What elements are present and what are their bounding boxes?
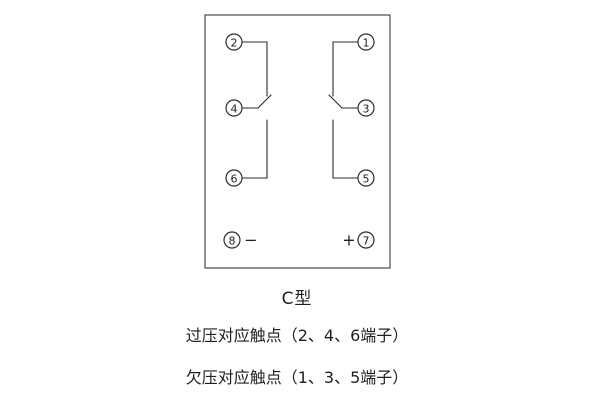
terminal-2-label: 2 bbox=[231, 37, 238, 50]
diagram-border-box bbox=[204, 14, 391, 269]
caption-undervoltage-contacts: 欠压对应触点（1、3、5端子） bbox=[185, 368, 409, 387]
terminal-4: 4 bbox=[225, 99, 243, 117]
contact-blade-left bbox=[257, 94, 272, 109]
wire-terminal-6 bbox=[241, 119, 268, 179]
terminal-3-circle bbox=[357, 99, 375, 117]
terminal-6: 6 bbox=[225, 169, 243, 187]
wire-terminal-1 bbox=[332, 41, 359, 97]
terminal-7: 7 bbox=[357, 231, 375, 249]
terminal-7-circle bbox=[357, 231, 375, 249]
caption-overvoltage-contacts: 过压对应触点（2、4、6端子） bbox=[185, 326, 409, 345]
contact-blade-right bbox=[328, 94, 343, 109]
plus-sign: + bbox=[342, 231, 355, 250]
wire-terminal-2 bbox=[241, 41, 268, 97]
terminal-5-label: 5 bbox=[363, 173, 370, 186]
terminal-4-circle bbox=[225, 99, 243, 117]
terminal-1: 1 bbox=[357, 33, 375, 51]
terminal-3-label: 3 bbox=[363, 103, 370, 116]
terminal-3: 3 bbox=[357, 99, 375, 117]
terminal-2-circle bbox=[225, 33, 243, 51]
terminal-2: 2 bbox=[225, 33, 243, 51]
terminal-7-label: 7 bbox=[363, 235, 370, 248]
diagram-title: C型 bbox=[281, 289, 313, 309]
minus-sign: − bbox=[244, 231, 257, 250]
terminal-5-circle bbox=[357, 169, 375, 187]
terminal-1-label: 1 bbox=[363, 37, 370, 50]
wire-terminal-5 bbox=[332, 119, 359, 179]
terminal-6-label: 6 bbox=[231, 173, 238, 186]
terminal-5: 5 bbox=[357, 169, 375, 187]
terminal-8-label: 8 bbox=[229, 235, 236, 248]
terminal-4-label: 4 bbox=[231, 103, 238, 116]
terminal-1-circle bbox=[357, 33, 375, 51]
terminal-8: 8 bbox=[223, 231, 241, 249]
terminal-8-circle bbox=[223, 231, 241, 249]
terminal-6-circle bbox=[225, 169, 243, 187]
